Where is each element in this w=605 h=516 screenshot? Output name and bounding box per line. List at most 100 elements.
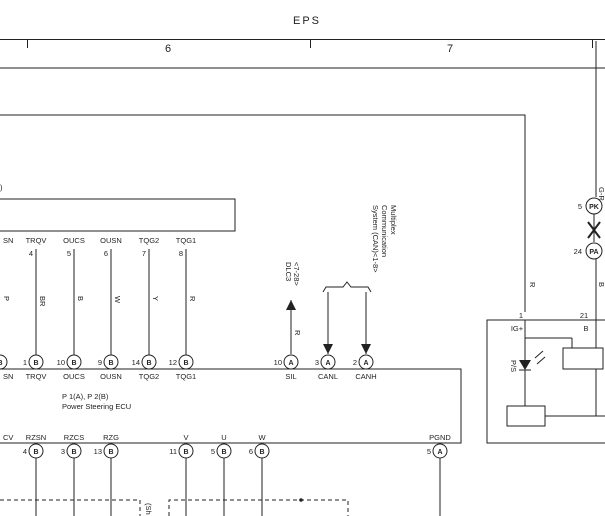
can-label: Multiplex xyxy=(389,205,398,235)
box-pin-number: 1 xyxy=(519,311,523,320)
side-note: (Sh xyxy=(144,503,153,515)
can-label: Communication xyxy=(380,205,389,257)
pin-letter: A xyxy=(325,360,330,367)
pin-label: TQG1 xyxy=(176,236,196,245)
pin-number: 3 xyxy=(61,447,65,456)
wire-color: Y xyxy=(151,296,160,301)
pin-number: 6 xyxy=(249,447,253,456)
driver-box xyxy=(506,405,546,427)
dlc-ref: <7-28> xyxy=(292,262,301,286)
pin-label: SN xyxy=(3,372,13,381)
ecu-pin: WB6 xyxy=(249,433,270,516)
box-label: B xyxy=(583,324,588,333)
ecu-pin: CV xyxy=(3,433,13,442)
connector-name: PK xyxy=(589,204,599,211)
pin-label: OUCS xyxy=(63,372,85,381)
wire-color: W xyxy=(113,296,122,304)
wire-color: B xyxy=(76,296,85,301)
wire-color: R xyxy=(188,296,197,302)
pin-letter: A xyxy=(437,449,442,456)
box-label: IG+ xyxy=(511,324,524,333)
pin-letter: B xyxy=(0,360,3,367)
ecu-pin: PGND A5 xyxy=(427,433,451,516)
connector-pin-number: 5 xyxy=(578,202,582,211)
pin-number: 1 xyxy=(23,358,27,367)
wire xyxy=(0,114,526,312)
pin-number: 8 xyxy=(179,249,183,258)
pin-letter: B xyxy=(259,449,264,456)
pin-label: CANL xyxy=(318,372,338,381)
wire-color: R xyxy=(293,330,302,336)
pin-label: W xyxy=(258,433,266,442)
arrow-down-icon xyxy=(323,344,333,354)
dlc-label: DLC3 xyxy=(284,262,293,281)
wire-color: R xyxy=(528,282,537,288)
pin-letter: B xyxy=(71,449,76,456)
pin-label: CV xyxy=(3,433,13,442)
pin-number: 5 xyxy=(67,249,71,258)
junction-dot xyxy=(299,498,303,502)
pin-number: 12 xyxy=(169,358,177,367)
pin-label: CANH xyxy=(355,372,376,381)
connector-name: PA xyxy=(589,249,598,256)
pin-number: 2 xyxy=(353,358,357,367)
pin-label: OUSN xyxy=(100,236,122,245)
pin-number: 5 xyxy=(427,447,431,456)
pin-number: 11 xyxy=(169,447,177,456)
wire-color: P xyxy=(2,296,11,301)
pin-number: 4 xyxy=(23,447,27,456)
right-module xyxy=(486,319,605,444)
arrow-down-icon xyxy=(361,344,371,354)
pin-label: TRQV xyxy=(26,372,47,381)
can-bracket xyxy=(322,281,372,293)
pin-letter: B xyxy=(108,360,113,367)
diagram-title: EPS xyxy=(293,15,321,27)
arrow-up-icon xyxy=(286,300,296,310)
pin-letter: B xyxy=(183,449,188,456)
pin-number: 6 xyxy=(104,249,108,258)
pin-label: PGND xyxy=(429,433,451,442)
shield-outline xyxy=(0,499,141,516)
ecu-name: P 1(A), P 2(B) xyxy=(62,392,109,401)
pin-letter: B xyxy=(33,360,38,367)
column-number: 6 xyxy=(165,43,171,55)
ecu-top-pins: BSNB1TRQVB10OUCSB9OUSNB14TQG2B12TQG1A10S… xyxy=(0,354,377,381)
pin-label: TQG1 xyxy=(176,372,196,381)
pin-number: 9 xyxy=(98,358,102,367)
pin-number: 14 xyxy=(132,358,140,367)
pin-label: TRQV xyxy=(26,236,47,245)
pin-letter: B xyxy=(71,360,76,367)
pin-number: 5 xyxy=(211,447,215,456)
upper-connector xyxy=(0,198,236,232)
pin-label: SIL xyxy=(285,372,296,381)
shield-outline xyxy=(168,499,349,516)
pin-label: TQG2 xyxy=(139,372,159,381)
pin-label: OUSN xyxy=(100,372,122,381)
connector-pa xyxy=(585,242,603,260)
pin-letter: B xyxy=(221,449,226,456)
pin-number: 4 xyxy=(29,249,33,258)
pin-number: 13 xyxy=(94,447,102,456)
pin-label: OUCS xyxy=(63,236,85,245)
wire-color: G-R xyxy=(597,187,605,201)
column-number: 7 xyxy=(447,43,453,55)
led-icon xyxy=(519,360,531,370)
ecu-pin: BSN xyxy=(0,354,13,381)
pin-label: U xyxy=(221,433,226,442)
pin-number: 7 xyxy=(142,249,146,258)
pin-number: 10 xyxy=(274,358,282,367)
wire-color: B xyxy=(597,282,605,287)
ecu-name: Power Steering ECU xyxy=(62,402,131,411)
